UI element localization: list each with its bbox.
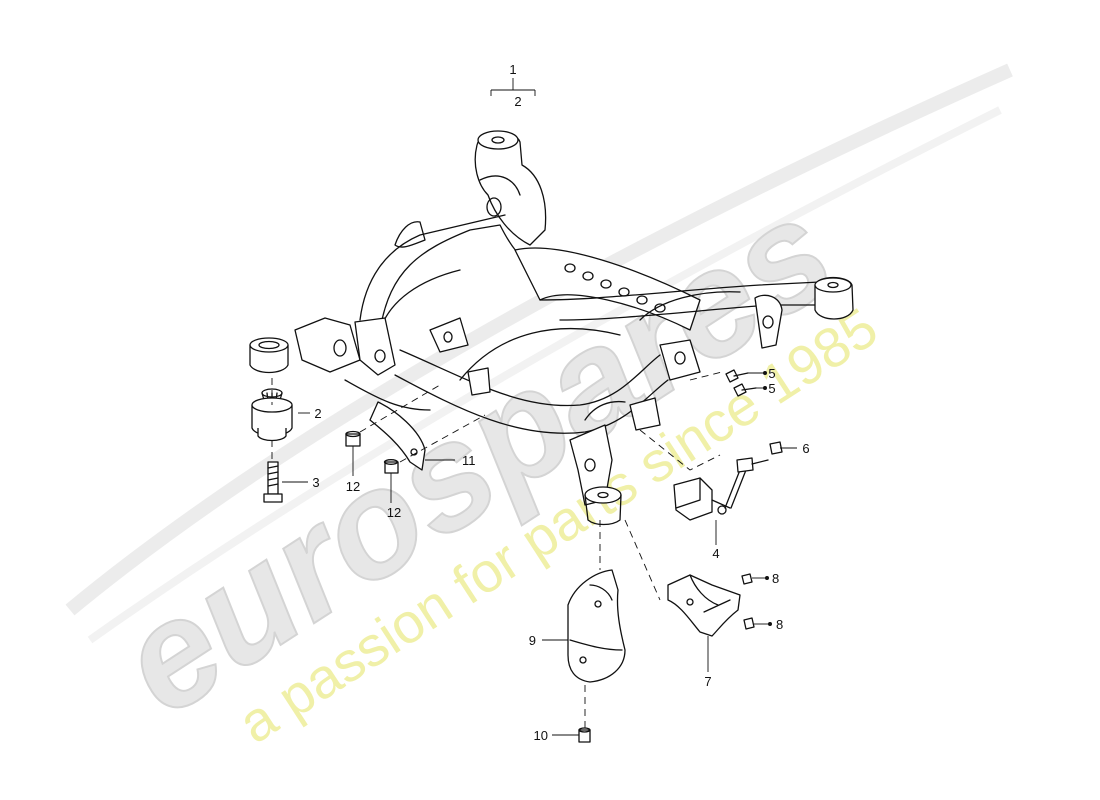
- callout-3: 3: [312, 475, 319, 490]
- callout-12-b: 12: [387, 505, 401, 520]
- callout-5-b: 5: [768, 381, 775, 396]
- subframe-mount-part-2: [249, 337, 293, 442]
- bolt-part-5-a: [725, 369, 749, 383]
- callout-2-top: 2: [514, 94, 521, 109]
- callout-labels: 1 2 2 3 4 5 5 6 7 8 8 9 10 11 12 12: [312, 62, 809, 743]
- callout-2: 2: [314, 406, 321, 421]
- callout-8-a: 8: [772, 571, 779, 586]
- callout-7: 7: [704, 674, 711, 689]
- rear-axle-subframe: [294, 130, 854, 526]
- bolt-part-5-b: [733, 383, 757, 397]
- callout-1: 1: [509, 62, 516, 77]
- bolt-part-3: [263, 461, 283, 503]
- callout-4: 4: [712, 546, 719, 561]
- screw-part-8-a: [741, 573, 753, 585]
- nut-part-6: [769, 441, 783, 455]
- screw-part-8-b: [743, 617, 755, 630]
- callout-9: 9: [529, 633, 536, 648]
- callout-10: 10: [534, 728, 548, 743]
- nut-part-12-a: [345, 430, 361, 447]
- assembly-lines: [271, 371, 723, 728]
- cover-part-9: [567, 569, 626, 683]
- callout-6: 6: [802, 441, 809, 456]
- bracket-part-7: [667, 574, 741, 637]
- watermark-logo-text: eurospares: [91, 165, 861, 746]
- level-sensor-part-4: [673, 457, 769, 521]
- callout-11: 11: [462, 453, 476, 468]
- heat-shield-part-11: [369, 401, 426, 471]
- bolt-part-10: [578, 727, 591, 743]
- callout-12-a: 12: [346, 479, 360, 494]
- callout-5-a: 5: [768, 366, 775, 381]
- watermark: eurospares a passion for parts since 198…: [65, 63, 1013, 755]
- leader-lines: [282, 78, 797, 736]
- nut-part-12-b: [383, 459, 399, 474]
- callout-8-b: 8: [776, 617, 783, 632]
- watermark-swoosh: [65, 63, 1013, 644]
